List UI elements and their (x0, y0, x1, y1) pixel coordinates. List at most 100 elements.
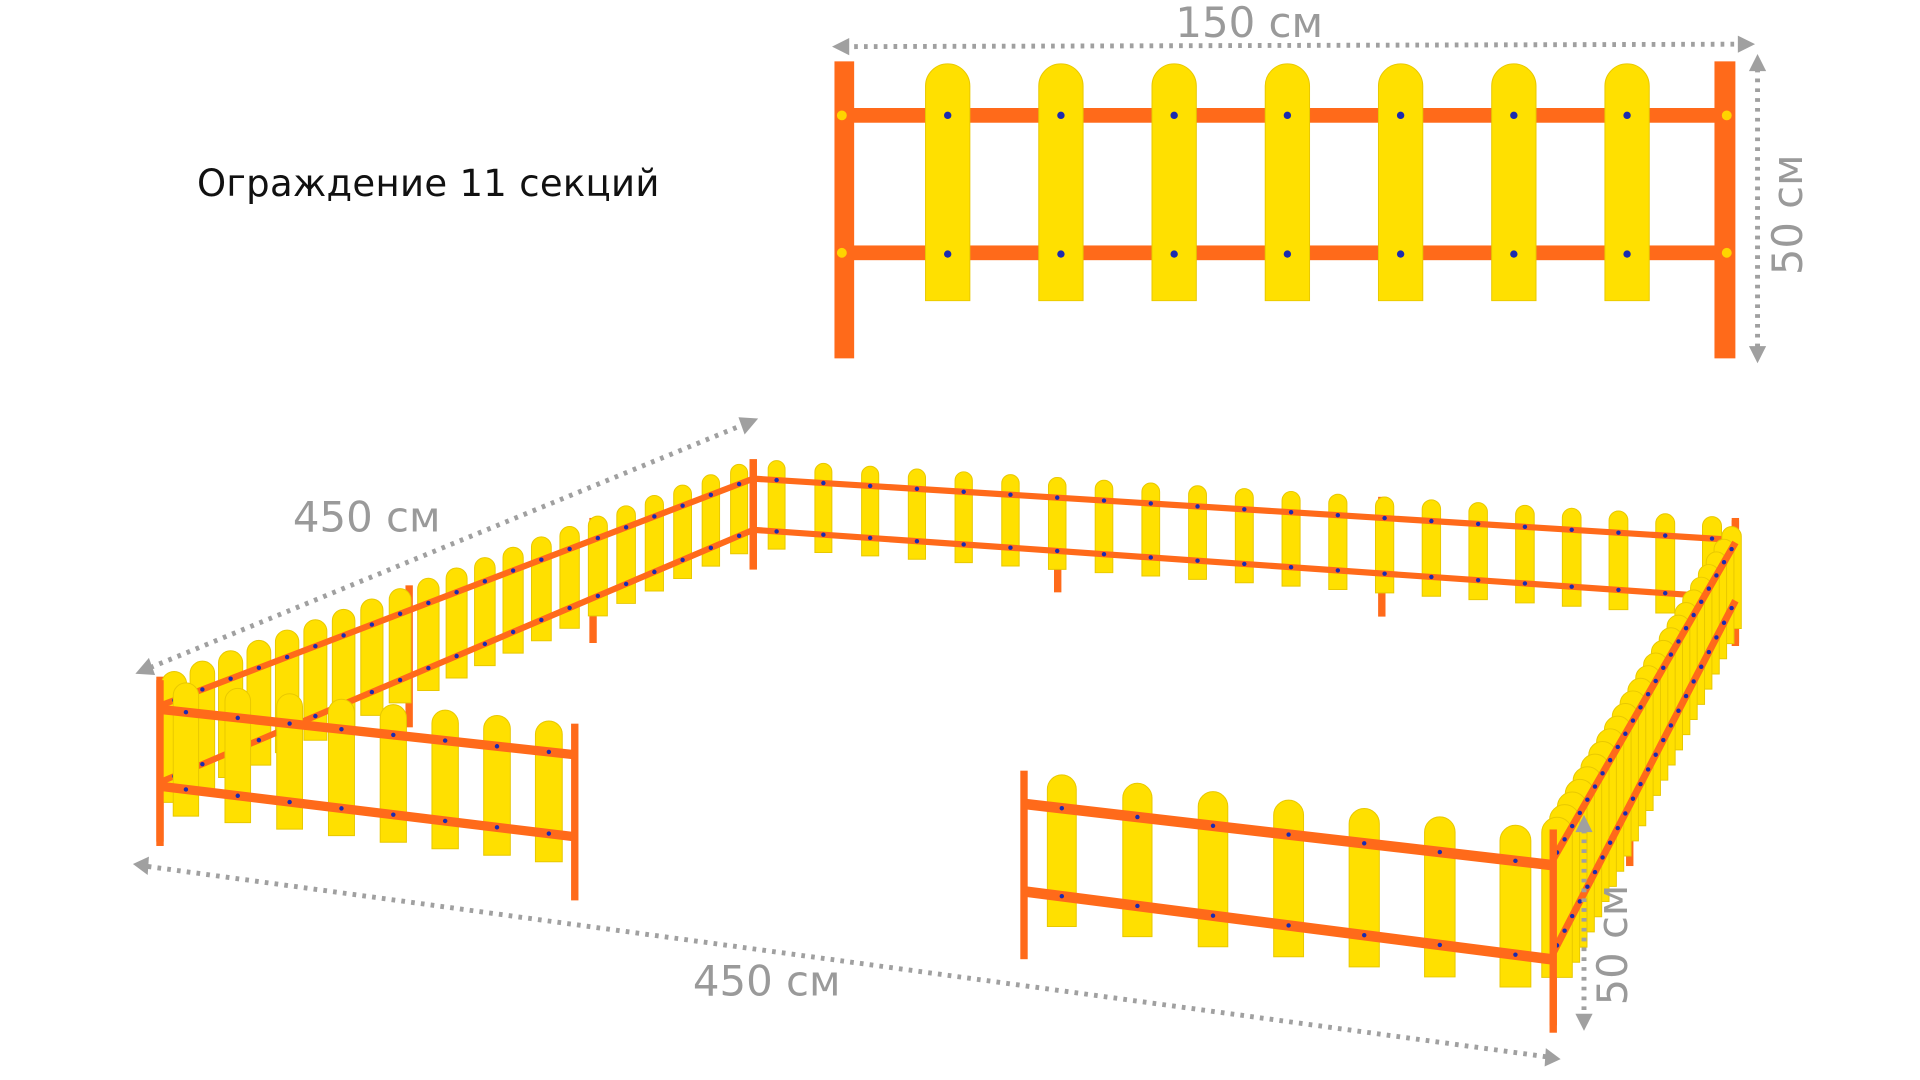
picket (1468, 502, 1488, 601)
fence-height-label: 50 см (1588, 885, 1637, 1006)
bolt (1437, 849, 1443, 855)
bolt (1396, 250, 1405, 258)
bolt (652, 514, 657, 519)
bolt (914, 486, 920, 492)
bolt (1600, 855, 1605, 860)
picket (907, 468, 927, 560)
bolt (1135, 814, 1140, 820)
bottom-rail (1550, 599, 1739, 955)
dimension-section-width: 150 см (832, 0, 1756, 56)
bolt (1055, 495, 1060, 500)
bolt (1396, 111, 1405, 120)
bolt (1513, 952, 1518, 957)
bolt (426, 665, 431, 671)
bolt (1691, 679, 1696, 684)
picket (1491, 63, 1537, 302)
bolt (1706, 649, 1712, 655)
bolt (1668, 652, 1674, 657)
side-length-label: 450 см (293, 492, 441, 541)
bolt (539, 557, 544, 562)
dimension-side-length: 450 см (135, 417, 759, 675)
bolt (539, 617, 544, 623)
picket (1328, 493, 1348, 590)
picket (224, 687, 252, 824)
bolt (1057, 111, 1065, 120)
bolt (1600, 771, 1605, 776)
bolt (442, 818, 448, 824)
bolt (256, 665, 262, 671)
picket (1001, 474, 1020, 567)
bolt (1510, 250, 1518, 258)
picket (1604, 63, 1650, 302)
bolt (1592, 869, 1598, 875)
bolt (1008, 545, 1013, 550)
bolt (1714, 573, 1719, 578)
bolt (369, 622, 375, 627)
bolt (1615, 825, 1620, 831)
bolt (228, 676, 233, 681)
bolt (339, 806, 344, 811)
fence-post (834, 61, 855, 359)
bolt (961, 542, 966, 547)
bolt (1170, 111, 1178, 120)
bolt (1638, 781, 1643, 787)
picket (1151, 63, 1197, 302)
bolt (1661, 665, 1666, 670)
bolt (1714, 635, 1719, 640)
bolt (708, 545, 714, 551)
bolt (1569, 823, 1575, 829)
bolt (313, 713, 318, 719)
bolt (369, 689, 375, 695)
bolt (1569, 584, 1574, 589)
bolt (1729, 605, 1734, 611)
picket (534, 720, 563, 863)
picket (1047, 477, 1067, 570)
bolt (341, 633, 346, 638)
bolt (454, 653, 459, 659)
bolt (1615, 744, 1620, 750)
bolt (1335, 512, 1341, 518)
bolt (595, 535, 601, 541)
bolt (1653, 678, 1658, 684)
picket (1273, 799, 1305, 958)
bolt (235, 715, 240, 721)
bolt (1382, 571, 1387, 576)
front-length-label: 450 см (693, 956, 841, 1005)
bolt (1362, 932, 1367, 938)
bolt (1706, 586, 1712, 591)
bolt (1623, 811, 1628, 816)
picket (379, 704, 407, 843)
bolt (1623, 250, 1631, 258)
bolt (1676, 639, 1681, 644)
picket (1234, 488, 1254, 584)
single-fence-section (834, 61, 1736, 359)
bolt (1475, 577, 1481, 583)
bolt (256, 737, 262, 743)
bolt (546, 831, 552, 836)
bolt (1676, 708, 1681, 713)
picket (767, 460, 786, 550)
picket (1038, 63, 1084, 302)
bolt (391, 812, 396, 817)
bolt (183, 787, 189, 792)
picket (814, 463, 833, 554)
bolt (454, 589, 459, 595)
picket (1188, 485, 1207, 580)
bolt (1661, 737, 1666, 743)
bolt (736, 481, 742, 487)
picket (1046, 774, 1077, 928)
arrow-up-icon (1748, 54, 1767, 72)
bolt (284, 654, 290, 660)
bolt (708, 492, 714, 498)
bolt (1663, 533, 1668, 538)
picket (1122, 782, 1153, 938)
fence-post (571, 723, 579, 901)
bolt (774, 477, 779, 483)
bolt (567, 605, 572, 611)
picket (954, 471, 973, 564)
picket (1655, 513, 1676, 614)
bolt (1475, 521, 1481, 527)
bolt (1630, 718, 1636, 723)
bolt (1729, 546, 1734, 552)
bolt (287, 721, 292, 726)
